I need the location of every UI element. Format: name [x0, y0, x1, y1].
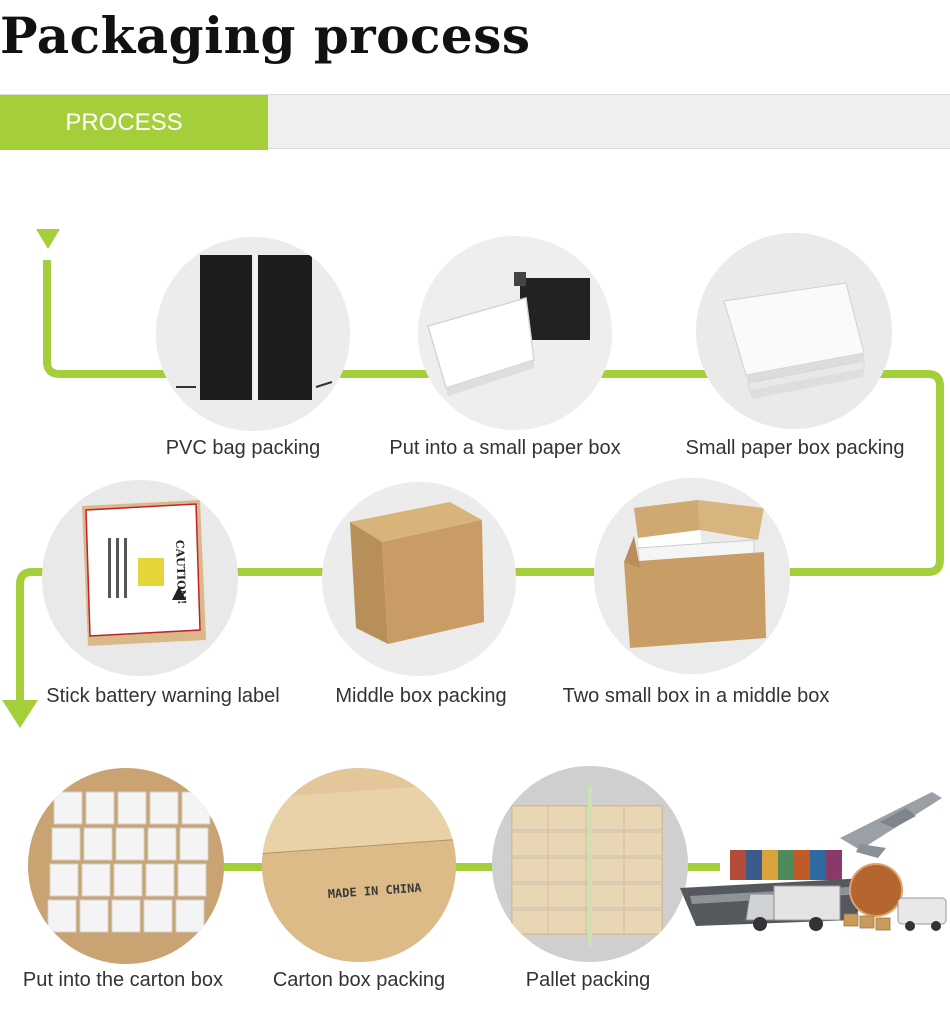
step-label-carton-box: Carton box packing — [272, 969, 446, 991]
step-image-pvc-bag — [156, 237, 350, 431]
process-tab-label: PROCESS — [65, 109, 183, 136]
step-label-small-paper-box: Put into a small paper box — [389, 437, 621, 459]
step-image-pallet — [492, 766, 688, 962]
carton-print: MADE IN CHINA — [327, 881, 422, 902]
step-label-pvc-bag: PVC bag packing — [165, 437, 321, 459]
step-image-two-boxes — [594, 478, 790, 674]
van-icon — [897, 897, 947, 931]
container-stack-icon — [730, 850, 842, 880]
step-image-carton-fill — [28, 768, 224, 964]
step-image-middle-box — [322, 482, 516, 676]
page-title: Packaging process — [0, 6, 531, 65]
globe-icon — [849, 863, 903, 917]
airplane-icon — [840, 792, 942, 858]
logistics-illustration — [680, 792, 947, 931]
step-label-pallet: Pallet packing — [525, 969, 651, 991]
flow-down-arrow-icon — [2, 700, 38, 728]
step-image-carton-box: MADE IN CHINA — [262, 768, 456, 962]
flow-start-arrow-icon — [36, 229, 60, 249]
step-label-middle-box: Middle box packing — [335, 685, 507, 707]
warning-label-heading: CAUTION! — [173, 540, 188, 605]
step-label-paper-box-stack: Small paper box packing — [685, 437, 905, 459]
flow-path-row-1 — [16, 260, 944, 700]
process-tab: PROCESS — [0, 95, 268, 150]
step-label-carton-fill: Put into the carton box — [22, 969, 224, 991]
step-label-two-boxes: Two small box in a middle box — [562, 685, 830, 707]
boxes-icon — [843, 913, 891, 931]
step-image-paper-box-stack — [696, 233, 892, 429]
step-label-warning-label: Stick battery warning label — [46, 685, 280, 707]
step-image-warning-label: CAUTION! — [42, 480, 238, 676]
step-image-small-paper-box — [418, 236, 612, 430]
truck-icon — [745, 885, 841, 931]
process-header-bar: PROCESS — [0, 94, 950, 150]
